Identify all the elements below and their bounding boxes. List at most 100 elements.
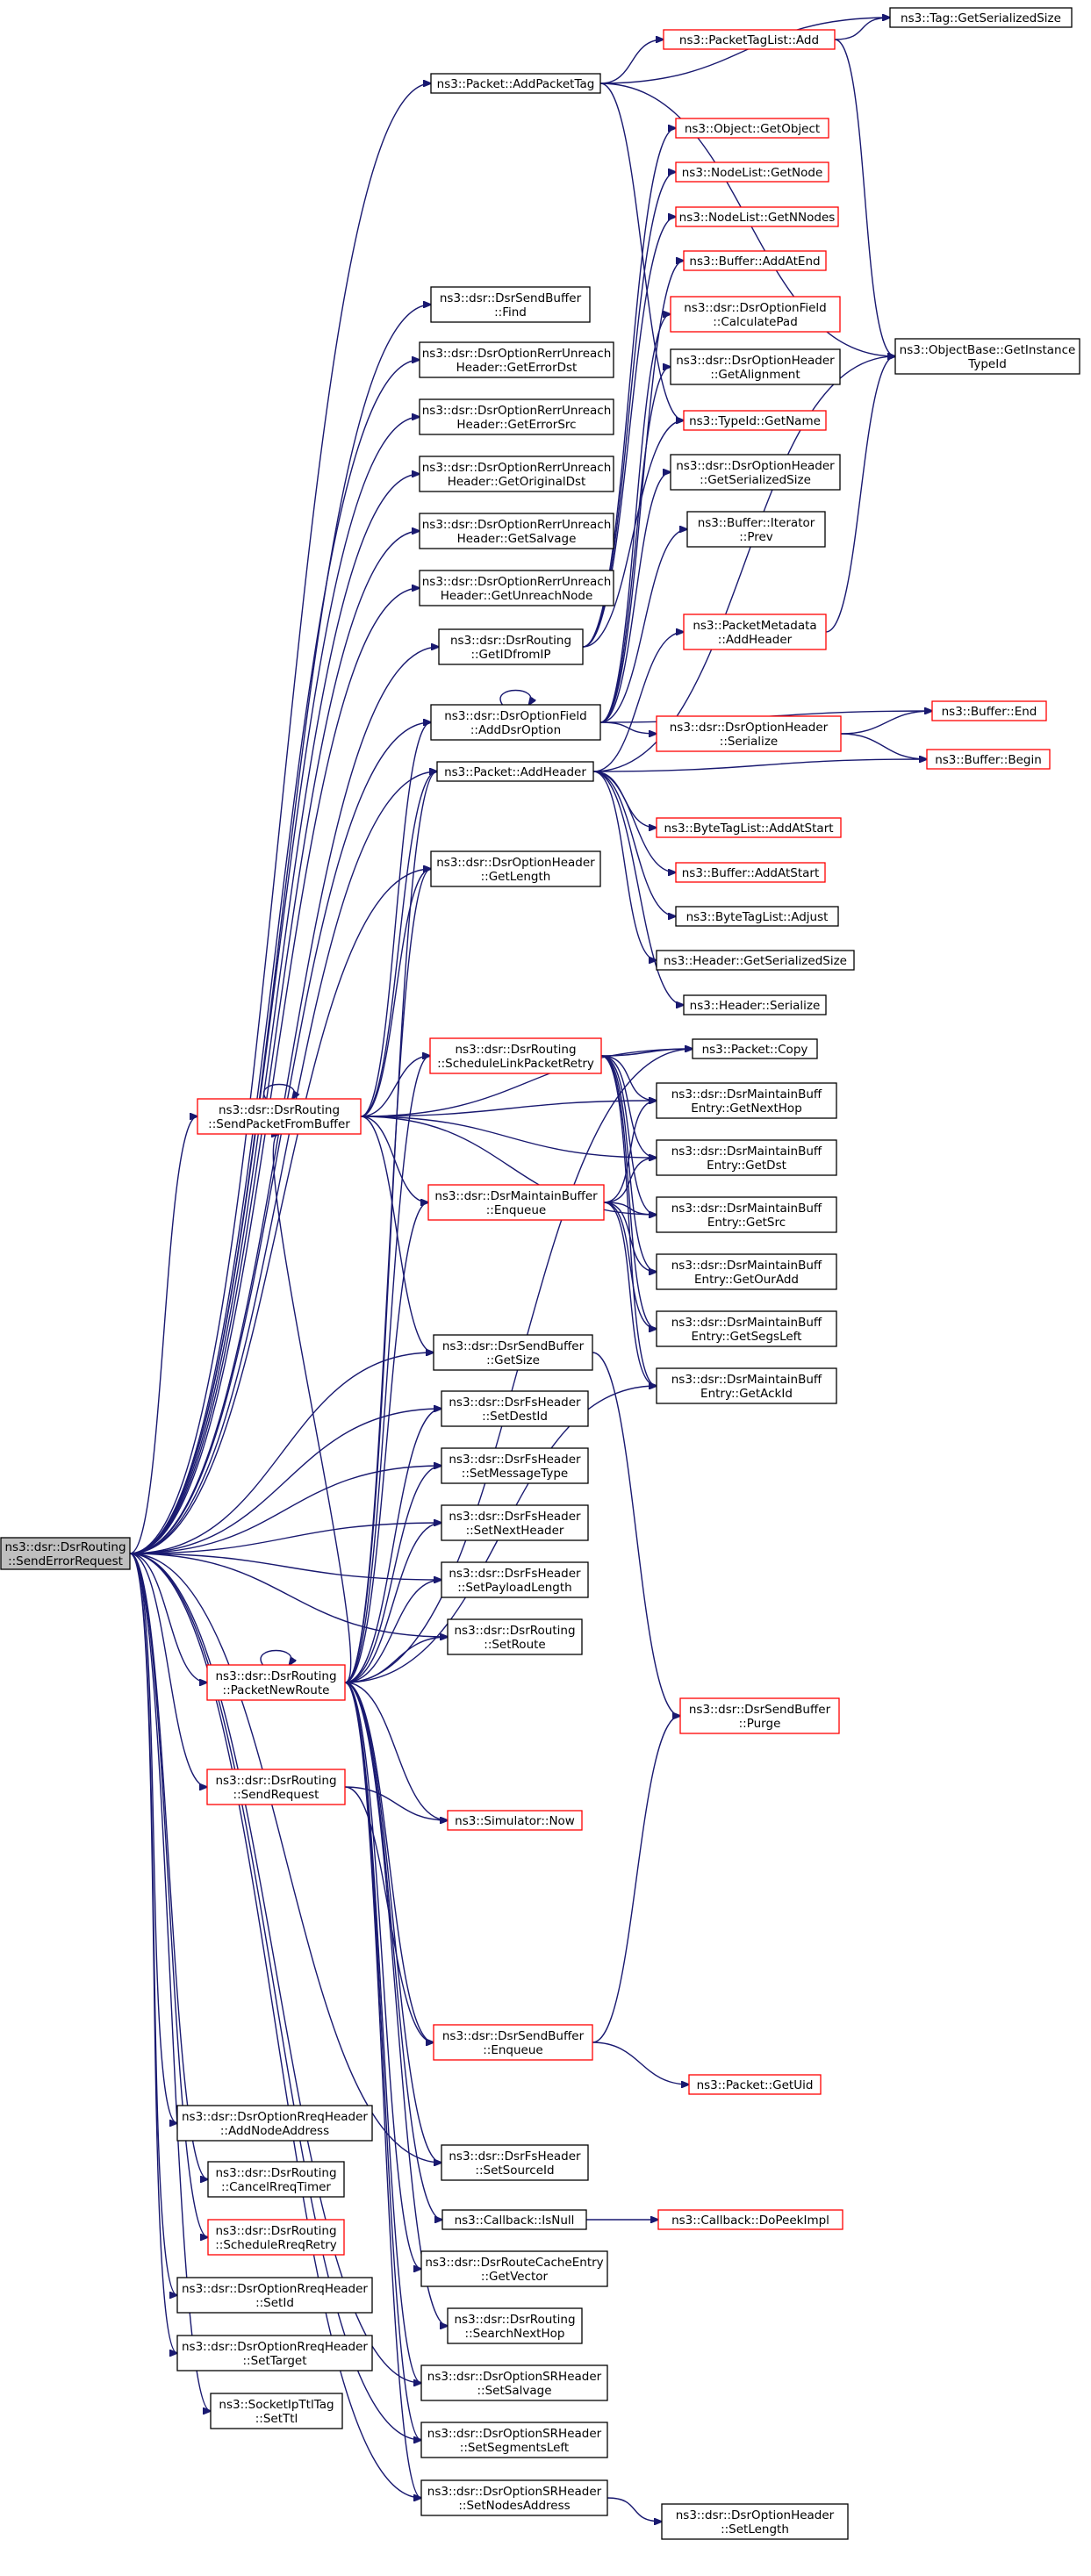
- node-label: ns3::dsr::DsrRouting: [219, 1103, 340, 1117]
- edge-routing_packetnewroute-to-callback_isnull: [344, 1682, 442, 2220]
- node-buffer-begin[interactable]: ns3::Buffer::Begin: [926, 749, 1051, 770]
- node-simulator-now[interactable]: ns3::Simulator::Now: [447, 1810, 583, 1831]
- node-box: [894, 338, 1080, 375]
- node-packetmetadata-addheader[interactable]: ns3::PacketMetadata::AddHeader: [683, 614, 827, 650]
- node-mbe-getsegsleft[interactable]: ns3::dsr::DsrMaintainBuffEntry::GetSegsL…: [656, 1310, 837, 1347]
- node-sr-setsalvage[interactable]: ns3::dsr::DsrOptionSRHeader::SetSalvage: [420, 2364, 608, 2401]
- node-rerr-getunreachnode[interactable]: ns3::dsr::DsrOptionRerrUnreachHeader::Ge…: [419, 570, 614, 606]
- node-rreq-settarget[interactable]: ns3::dsr::DsrOptionRreqHeader::SetTarget: [176, 2335, 373, 2371]
- edge-packet_addheader-to-buffer_addatstart: [592, 771, 676, 872]
- node-bytetaglist-addatstart[interactable]: ns3::ByteTagList::AddAtStart: [656, 817, 842, 838]
- node-optionheader-getserializedsize[interactable]: ns3::dsr::DsrOptionHeader::GetSerialized…: [670, 454, 841, 491]
- node-box: [441, 1447, 589, 1484]
- node-sendbuffer-find[interactable]: ns3::dsr::DsrSendBuffer::Find: [430, 286, 591, 323]
- node-label: ns3::Buffer::End: [942, 705, 1037, 719]
- node-socketipttltag-setttl[interactable]: ns3::SocketIpTtlTag::SetTtl: [210, 2393, 343, 2429]
- node-header-getserializedsize[interactable]: ns3::Header::GetSerializedSize: [656, 950, 855, 971]
- node-packet-addheader[interactable]: ns3::Packet::AddHeader: [436, 761, 594, 782]
- node-routecacheentry-getvector[interactable]: ns3::dsr::DsrRouteCacheEntry::GetVector: [420, 2250, 608, 2287]
- node-routing-sendpacketfrombuffer[interactable]: ns3::dsr::DsrRouting::SendPacketFromBuff…: [197, 1098, 362, 1135]
- node-routing-schedulelinkpacketretry[interactable]: ns3::dsr::DsrRouting::ScheduleLinkPacket…: [429, 1037, 602, 1074]
- node-optionheader-serialize[interactable]: ns3::dsr::DsrOptionHeader::Serialize: [656, 715, 842, 752]
- node-fsheader-setnextheader[interactable]: ns3::dsr::DsrFsHeader::SetNextHeader: [441, 1504, 589, 1541]
- node-label: ns3::NodeList::GetNode: [682, 166, 823, 180]
- node-label: Entry::GetSrc: [707, 1216, 786, 1230]
- edge-root-to-sr_setsalvage: [129, 1553, 421, 2383]
- node-rerr-getsalvage[interactable]: ns3::dsr::DsrOptionRerrUnreachHeader::Ge…: [419, 513, 614, 549]
- node-label: ns3::dsr::DsrSendBuffer: [442, 1339, 585, 1353]
- node-label: ::AddNodeAddress: [220, 2124, 329, 2138]
- node-routing-getidfromip[interactable]: ns3::dsr::DsrRouting::GetIDfromIP: [438, 628, 584, 665]
- node-header-serialize[interactable]: ns3::Header::Serialize: [683, 994, 827, 1015]
- node-box: [0, 1537, 131, 1570]
- node-typeid-getname[interactable]: ns3::TypeId::GetName: [683, 410, 827, 431]
- node-buffer-iterator-prev[interactable]: ns3::Buffer::Iterator::Prev: [686, 511, 826, 548]
- node-label: ns3::Buffer::Begin: [935, 753, 1042, 767]
- node-callback-dopeekimpl[interactable]: ns3::Callback::DoPeekImpl: [657, 2209, 843, 2230]
- edge-root-to-rreq_settarget: [129, 1553, 177, 2353]
- node-fsheader-setsourceid[interactable]: ns3::dsr::DsrFsHeader::SetSourceId: [441, 2144, 589, 2181]
- node-rreq-setid[interactable]: ns3::dsr::DsrOptionRreqHeader::SetId: [176, 2277, 373, 2314]
- node-buffer-addatstart[interactable]: ns3::Buffer::AddAtStart: [675, 862, 826, 883]
- node-box: [683, 614, 827, 650]
- edge-optionfield_adddsroption-to-optionfield_calculatepad: [599, 314, 671, 723]
- node-optionheader-setlength[interactable]: ns3::dsr::DsrOptionHeader::SetLength: [661, 2503, 849, 2540]
- node-routing-schedulerreqretry[interactable]: ns3::dsr::DsrRouting::ScheduleRreqRetry: [207, 2219, 345, 2256]
- node-mbe-getouradd[interactable]: ns3::dsr::DsrMaintainBuffEntry::GetOurAd…: [656, 1253, 837, 1290]
- node-fsheader-setpayloadlength[interactable]: ns3::dsr::DsrFsHeader::SetPayloadLength: [441, 1561, 589, 1598]
- node-label: ns3::dsr::DsrRouteCacheEntry: [425, 2256, 603, 2270]
- node-routing-setroute[interactable]: ns3::dsr::DsrRouting::SetRoute: [447, 1618, 583, 1655]
- node-rreq-addnodeaddress[interactable]: ns3::dsr::DsrOptionRreqHeader::AddNodeAd…: [176, 2105, 373, 2142]
- node-label: ::Prev: [739, 530, 773, 544]
- node-maintainbuffer-enqueue[interactable]: ns3::dsr::DsrMaintainBuffer::Enqueue: [427, 1184, 605, 1221]
- node-box: [656, 1253, 837, 1290]
- node-label: ::Find: [494, 305, 527, 319]
- node-sendbuffer-getsize[interactable]: ns3::dsr::DsrSendBuffer::GetSize: [433, 1334, 593, 1371]
- node-buffer-end[interactable]: ns3::Buffer::End: [931, 700, 1047, 721]
- node-label: Header::GetErrorSrc: [456, 418, 576, 432]
- node-bytetaglist-adjust[interactable]: ns3::ByteTagList::Adjust: [675, 906, 839, 927]
- node-packet-getuid[interactable]: ns3::Packet::GetUid: [688, 2074, 822, 2095]
- node-sr-setnodesaddress[interactable]: ns3::dsr::DsrOptionSRHeader::SetNodesAdd…: [420, 2479, 608, 2516]
- node-label: ::SetNodesAddress: [458, 2499, 570, 2513]
- node-packettaglist-add[interactable]: ns3::PacketTagList::Add: [663, 29, 836, 50]
- node-box: [656, 1139, 837, 1176]
- edge-maintainbuffer_enqueue-to-mbe_getouradd: [603, 1202, 657, 1272]
- node-callback-isnull[interactable]: ns3::Callback::IsNull: [441, 2209, 587, 2230]
- node-sendbuffer-enqueue[interactable]: ns3::dsr::DsrSendBuffer::Enqueue: [433, 2024, 593, 2061]
- node-optionfield-calculatepad[interactable]: ns3::dsr::DsrOptionField::CalculatePad: [670, 296, 841, 333]
- node-box: [663, 29, 836, 50]
- node-pkt-addpackettag[interactable]: ns3::Packet::AddPacketTag: [430, 73, 601, 94]
- node-box: [419, 513, 614, 549]
- node-optionheader-getlength[interactable]: ns3::dsr::DsrOptionHeader::GetLength: [430, 850, 601, 887]
- node-box: [441, 1561, 589, 1598]
- node-object-getobject[interactable]: ns3::Object::GetObject: [675, 118, 829, 139]
- node-sendbuffer-purge[interactable]: ns3::dsr::DsrSendBuffer::Purge: [679, 1697, 840, 1734]
- node-optionfield-adddsroption[interactable]: ns3::dsr::DsrOptionField::AddDsrOption: [430, 704, 601, 741]
- node-rerr-geterrordst[interactable]: ns3::dsr::DsrOptionRerrUnreachHeader::Ge…: [419, 341, 614, 378]
- node-rerr-geterrorsrc[interactable]: ns3::dsr::DsrOptionRerrUnreachHeader::Ge…: [419, 398, 614, 435]
- node-nodelist-getnode[interactable]: ns3::NodeList::GetNode: [675, 161, 829, 183]
- node-buffer-addatend[interactable]: ns3::Buffer::AddAtEnd: [683, 250, 827, 271]
- node-label: Entry::GetAckId: [700, 1387, 793, 1401]
- node-mbe-getnexthop[interactable]: ns3::dsr::DsrMaintainBuffEntry::GetNextH…: [656, 1082, 837, 1119]
- node-routing-cancelrreqtimer[interactable]: ns3::dsr::DsrRouting::CancelRreqTimer: [207, 2161, 345, 2198]
- node-root[interactable]: ns3::dsr::DsrRouting::SendErrorRequest: [0, 1537, 131, 1570]
- node-nodelist-getnnodes[interactable]: ns3::NodeList::GetNNodes: [675, 206, 839, 227]
- node-routing-searchnexthop[interactable]: ns3::dsr::DsrRouting::SearchNextHop: [447, 2307, 583, 2344]
- node-sr-setsegmentsleft[interactable]: ns3::dsr::DsrOptionSRHeader::SetSegments…: [420, 2422, 608, 2458]
- node-packet-copy[interactable]: ns3::Packet::Copy: [692, 1038, 818, 1059]
- node-label: ns3::dsr::DsrRouting: [4, 1540, 126, 1554]
- node-fsheader-setdestid[interactable]: ns3::dsr::DsrFsHeader::SetDestId: [441, 1390, 589, 1427]
- node-optionheader-getalignment[interactable]: ns3::dsr::DsrOptionHeader::GetAlignment: [670, 348, 841, 385]
- node-routing-packetnewroute[interactable]: ns3::dsr::DsrRouting::PacketNewRoute: [206, 1664, 346, 1701]
- node-fsheader-setmessagetype[interactable]: ns3::dsr::DsrFsHeader::SetMessageType: [441, 1447, 589, 1484]
- node-routing-sendrequest[interactable]: ns3::dsr::DsrRouting::SendRequest: [206, 1769, 346, 1805]
- node-rerr-getoriginaldst[interactable]: ns3::dsr::DsrOptionRerrUnreachHeader::Ge…: [419, 456, 614, 492]
- node-tag-getserializedsize[interactable]: ns3::Tag::GetSerializedSize: [889, 7, 1073, 28]
- node-label: ns3::Header::Serialize: [690, 999, 821, 1013]
